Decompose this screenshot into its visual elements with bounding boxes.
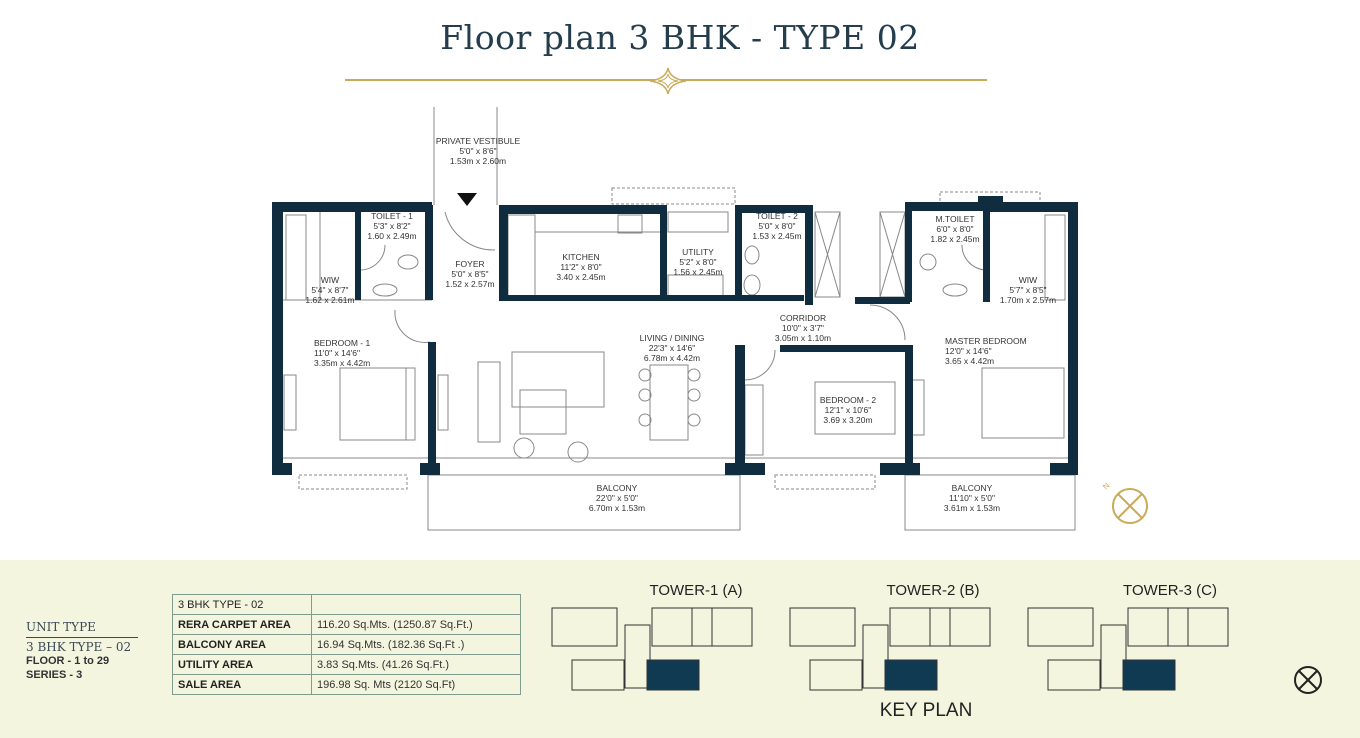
key-plan-title: KEY PLAN [879,700,973,721]
tower-2-label: TOWER-2 (B) [886,582,980,599]
walls [272,196,1078,475]
key-block-upper-far [1167,607,1229,647]
wall-left [272,202,283,475]
balcony-1-outline [427,474,741,531]
sofa [511,351,605,408]
north-compass-icon: N [1101,481,1148,524]
unit-series: SERIES - 3 [26,669,83,681]
unit-floor: FLOOR - 1 to 29 [26,655,110,667]
key-block-upper-right [651,607,713,647]
key-core [862,624,889,689]
unit-info: UNIT TYPE 3 BHK TYPE – 02 FLOOR - 1 to 2… [26,620,138,682]
key-block-upper-left [789,607,856,647]
unit-type-value: 3 BHK TYPE – 02 [26,637,138,654]
balcony-2-outline [904,474,1076,531]
key-block-lower-left [1047,659,1101,691]
coffee-table [519,389,567,435]
key-core [624,624,651,689]
title-ornament-icon [649,67,687,95]
dining-table [649,364,689,441]
key-plan [551,607,1322,694]
key-highlighted-unit-tower-3 [1122,659,1176,691]
key-block-upper-right [1127,607,1189,647]
key-core [1100,624,1127,689]
entry-arrow-icon [457,193,477,206]
key-block-upper-right [889,607,951,647]
key-block-upper-left [1027,607,1094,647]
key-block-lower-left [809,659,863,691]
wall-right [1068,202,1078,475]
key-block-upper-left [551,607,618,647]
svg-text:N: N [1101,481,1112,492]
key-block-upper-far [691,607,753,647]
tower-3-label: TOWER-3 (C) [1123,582,1217,599]
tower-1-label: TOWER-1 (A) [649,582,743,599]
floor-plan: N [272,107,1148,531]
unit-type-heading: UNIT TYPE [26,620,96,634]
page-title: Floor plan 3 BHK - TYPE 02 [440,18,920,57]
key-block-upper-far [929,607,991,647]
bed-2 [814,381,896,435]
key-highlighted-unit-tower-2 [884,659,938,691]
key-highlighted-unit-tower-1 [646,659,700,691]
key-block-lower-left [571,659,625,691]
master-bed [981,367,1065,439]
key-plan-north-compass-icon [1294,666,1322,694]
main-door-swing [444,211,496,251]
table-header: 3 BHK TYPE - 02 [172,594,312,615]
bed-1 [339,367,416,441]
